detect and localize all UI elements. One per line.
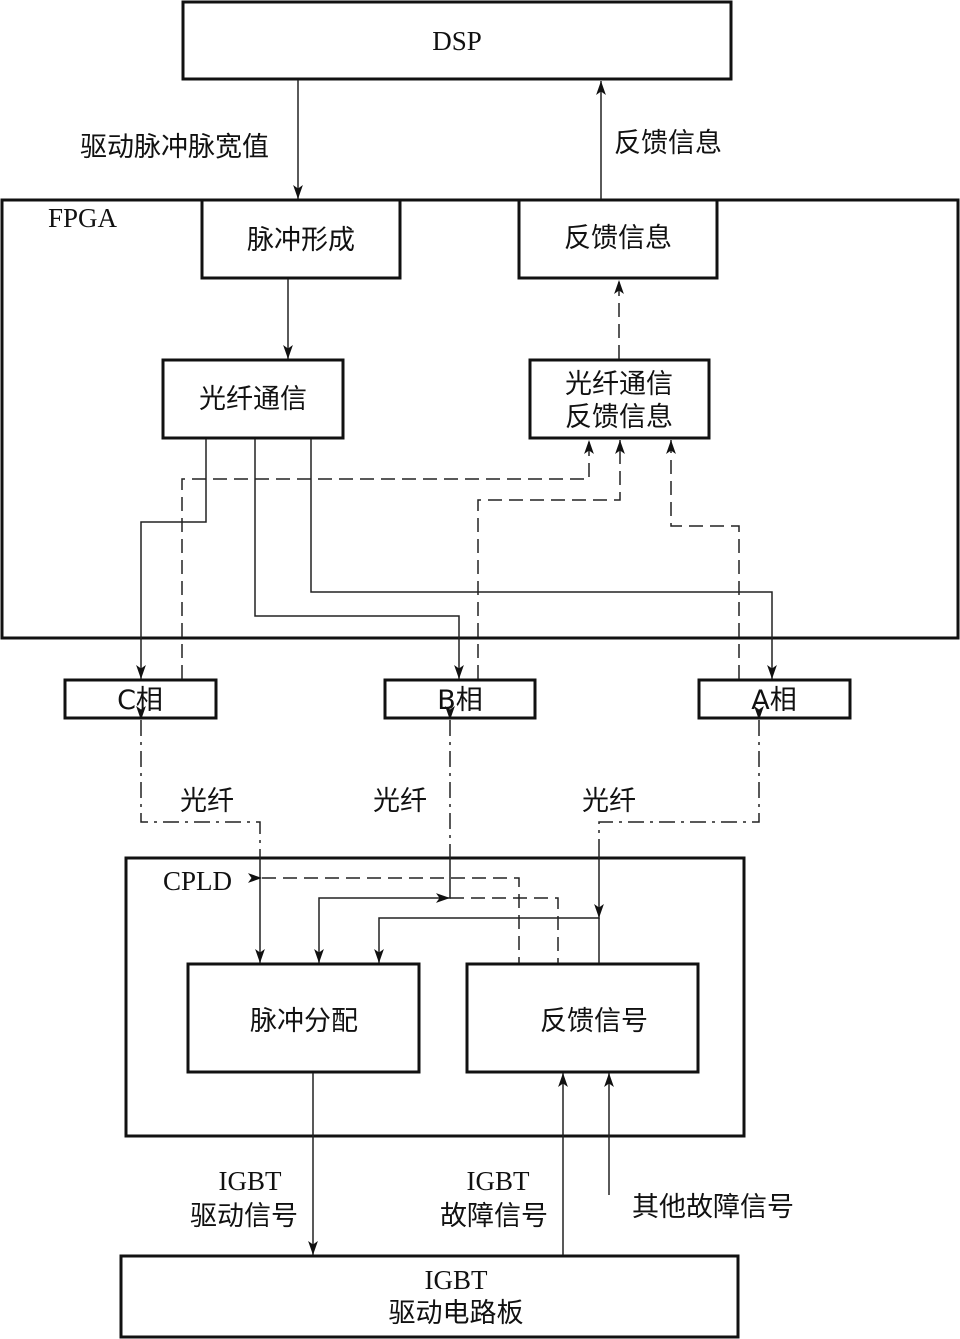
- dsp-to-fpga-label: 驱动脉冲脉宽值: [80, 132, 269, 163]
- dash-phase-c-feedback: [181, 440, 594, 679]
- fiber-comm-label: 光纤通信: [199, 384, 307, 415]
- phase-a-box: [697, 678, 852, 720]
- fiber-feedback-box: [528, 358, 711, 440]
- igbt-fault-label-2: 故障信号: [440, 1201, 548, 1232]
- fiber-b-label: 光纤: [373, 786, 427, 817]
- pulse-form-box: [200, 198, 402, 280]
- igbt-drive-label-1: IGBT: [219, 1166, 282, 1196]
- igbt-board-label-2: 驱动电路板: [389, 1298, 524, 1329]
- cpld-label: CPLD: [163, 866, 232, 896]
- igbt-fault-label-1: IGBT: [467, 1166, 530, 1196]
- dsp-box: [181, 0, 733, 81]
- phase-b-label: B相: [437, 685, 483, 716]
- fiber-feedback-label-2: 反馈信息: [565, 402, 673, 433]
- dash-phase-b-feedback: [477, 440, 625, 679]
- igbt-drive-label-2: 驱动信号: [190, 1201, 298, 1232]
- igbt-board-label-1: IGBT: [425, 1265, 488, 1295]
- fiber-a-label: 光纤: [582, 786, 636, 817]
- line-fiber-to-phase-b: [254, 439, 464, 679]
- line-fiber-to-phase-c: [136, 439, 207, 679]
- line-a-to-pulse-dist: [374, 850, 600, 963]
- fpga-label: FPGA: [48, 203, 118, 233]
- igbt-board-box: [119, 1254, 740, 1339]
- pulse-form-label: 脉冲形成: [247, 225, 355, 256]
- phase-a-label: A相: [751, 685, 796, 716]
- other-fault-label: 其他故障信号: [632, 1192, 794, 1223]
- dash-feedback-c: [248, 873, 520, 963]
- fiber-comm-box: [161, 358, 345, 440]
- fiber-link-a: [598, 706, 764, 850]
- fpga-feedback-label: 反馈信息: [564, 223, 672, 254]
- fiber-link-c: [136, 706, 261, 850]
- fpga-feedback-box: [517, 198, 719, 280]
- fiber-feedback-label-1: 光纤通信: [565, 369, 673, 400]
- line-b-to-pulse-dist: [314, 852, 451, 963]
- line-fiber-to-phase-a: [310, 439, 777, 679]
- cpld-frame: [124, 856, 746, 1138]
- pulse-dist-label: 脉冲分配: [250, 1006, 358, 1037]
- feedback-signal-label: 反馈信号: [540, 1006, 648, 1037]
- fpga-to-dsp-label: 反馈信息: [614, 128, 722, 159]
- phase-b-box: [383, 678, 537, 720]
- phase-c-label: C相: [117, 685, 163, 716]
- dash-phase-a-feedback: [666, 440, 740, 679]
- dsp-label: DSP: [432, 26, 482, 56]
- fpga-frame: [0, 198, 960, 640]
- dash-feedback-b: [436, 893, 559, 963]
- pulse-dist-box: [186, 962, 421, 1074]
- fiber-c-label: 光纤: [180, 786, 234, 817]
- feedback-signal-box: [465, 962, 700, 1074]
